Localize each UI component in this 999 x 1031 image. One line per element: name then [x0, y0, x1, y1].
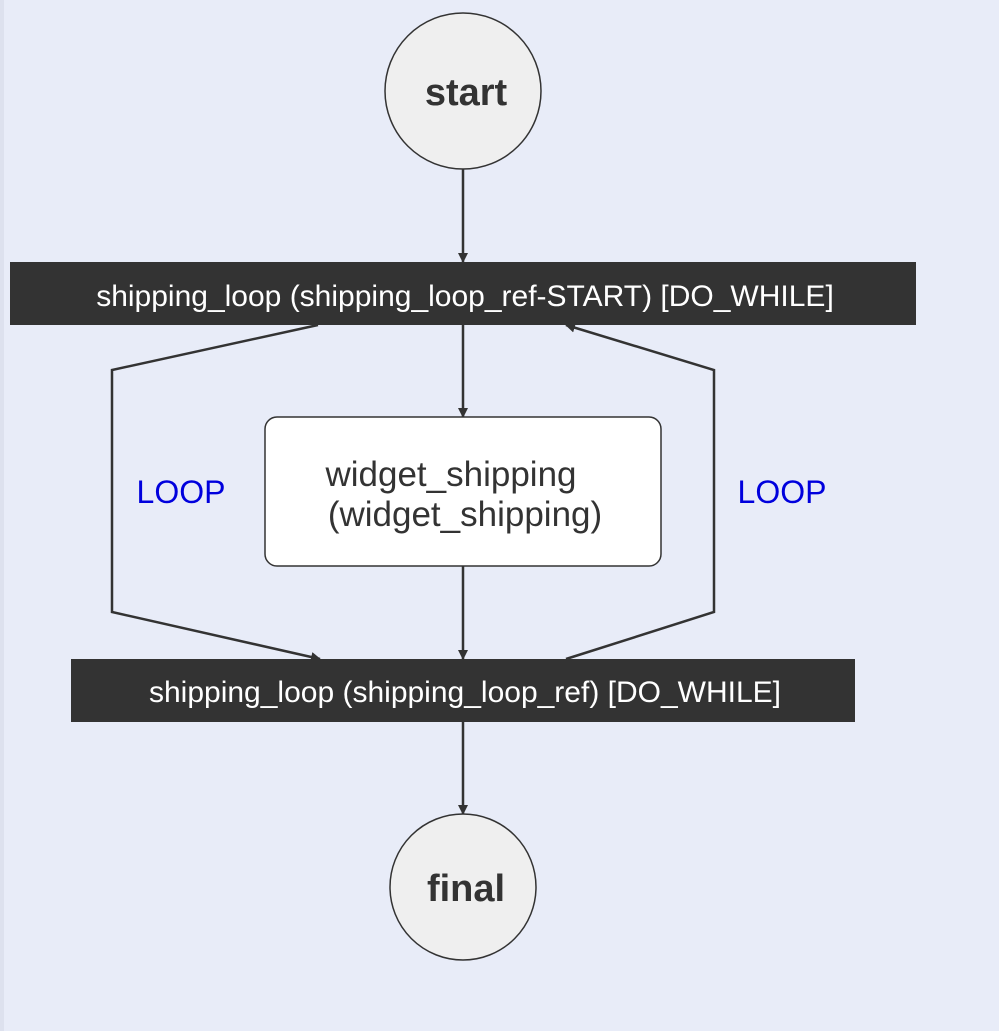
start-node[interactable]: start	[384, 12, 542, 170]
loop-start-node[interactable]: shipping_loop (shipping_loop_ref-START) …	[10, 262, 916, 325]
edge-loop-right	[565, 322, 716, 661]
loop-end-label: shipping_loop (shipping_loop_ref) [DO_WH…	[149, 676, 781, 709]
task-node-widget-shipping[interactable]: widget_shipping (widget_shipping)	[264, 416, 662, 567]
loop-start-label: shipping_loop (shipping_loop_ref-START) …	[96, 280, 834, 313]
start-node-circle	[384, 12, 542, 170]
loop-right-label: LOOP	[738, 474, 827, 510]
task-node-title: widget_shipping	[324, 455, 576, 494]
task-node-box	[264, 416, 662, 567]
start-node-label: start	[425, 72, 508, 114]
final-node-circle	[389, 813, 537, 961]
loop-end-bar	[71, 659, 855, 722]
final-node-label: final	[427, 868, 505, 910]
final-node[interactable]: final	[389, 813, 537, 961]
edge-loop-left	[110, 323, 321, 662]
left-edge	[0, 0, 4, 1031]
loop-start-bar	[10, 262, 916, 325]
loop-left-label: LOOP	[137, 474, 226, 510]
task-node-subtitle: (widget_shipping)	[328, 495, 602, 534]
loop-end-node[interactable]: shipping_loop (shipping_loop_ref) [DO_WH…	[71, 659, 855, 722]
edges	[110, 169, 716, 815]
